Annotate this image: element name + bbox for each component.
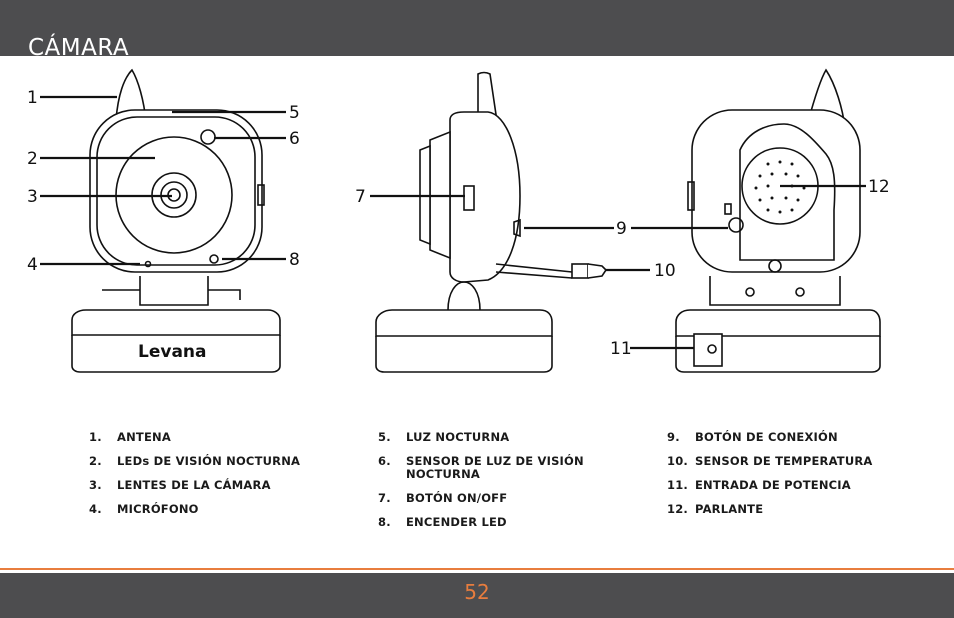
legend-item: 6.SENSOR DE LUZ DE VISIÓN NOCTURNA — [378, 454, 584, 481]
callout-12: 12 — [868, 177, 890, 197]
page-header — [0, 0, 954, 56]
callout-1: 1 — [27, 88, 38, 108]
footer-divider — [0, 568, 954, 570]
camera-front-view: Levana — [71, 68, 281, 373]
page-number: 52 — [464, 580, 490, 604]
page-title: CÁMARA — [28, 35, 130, 61]
callout-7: 7 — [355, 187, 366, 207]
legend-item: 9.BOTÓN DE CONEXIÓN — [667, 430, 838, 444]
callout-8: 8 — [289, 250, 300, 270]
legend-item: 12.PARLANTE — [667, 502, 764, 516]
callout-3: 3 — [27, 187, 38, 207]
legend-item: 2.LEDs DE VISIÓN NOCTURNA — [89, 454, 301, 468]
legend-item: 8.ENCENDER LED — [378, 515, 507, 529]
callout-9: 9 — [616, 219, 627, 239]
camera-diagram: Levana — [27, 68, 890, 373]
legend-item: 4.MICRÓFONO — [89, 502, 199, 516]
brand-logo: Levana — [138, 342, 207, 362]
callout-11: 11 — [610, 339, 632, 359]
callout-6: 6 — [289, 129, 300, 149]
camera-back-view — [675, 68, 881, 373]
legend-item: 7.BOTÓN ON/OFF — [378, 491, 508, 505]
legend-item: 3.LENTES DE LA CÁMARA — [89, 478, 271, 492]
camera-side-view — [375, 71, 608, 373]
page-footer — [0, 573, 954, 618]
callout-2: 2 — [27, 149, 38, 169]
callout-4: 4 — [27, 255, 38, 275]
legend-item: 11.ENTRADA DE POTENCIA — [667, 478, 851, 492]
callout-5: 5 — [289, 103, 300, 123]
legend-item: 10.SENSOR DE TEMPERATURA — [667, 454, 873, 468]
callout-10: 10 — [654, 261, 676, 281]
legend-column-3: 9.BOTÓN DE CONEXIÓN 10.SENSOR DE TEMPERA… — [667, 431, 907, 527]
callout-lines — [40, 95, 866, 350]
legend-item: 5.LUZ NOCTURNA — [378, 430, 510, 444]
legend-column-2: 5.LUZ NOCTURNA 6.SENSOR DE LUZ DE VISIÓN… — [378, 431, 618, 540]
legend-item: 1.ANTENA — [89, 430, 171, 444]
legend-column-1: 1.ANTENA 2.LEDs DE VISIÓN NOCTURNA 3.LEN… — [89, 431, 329, 527]
